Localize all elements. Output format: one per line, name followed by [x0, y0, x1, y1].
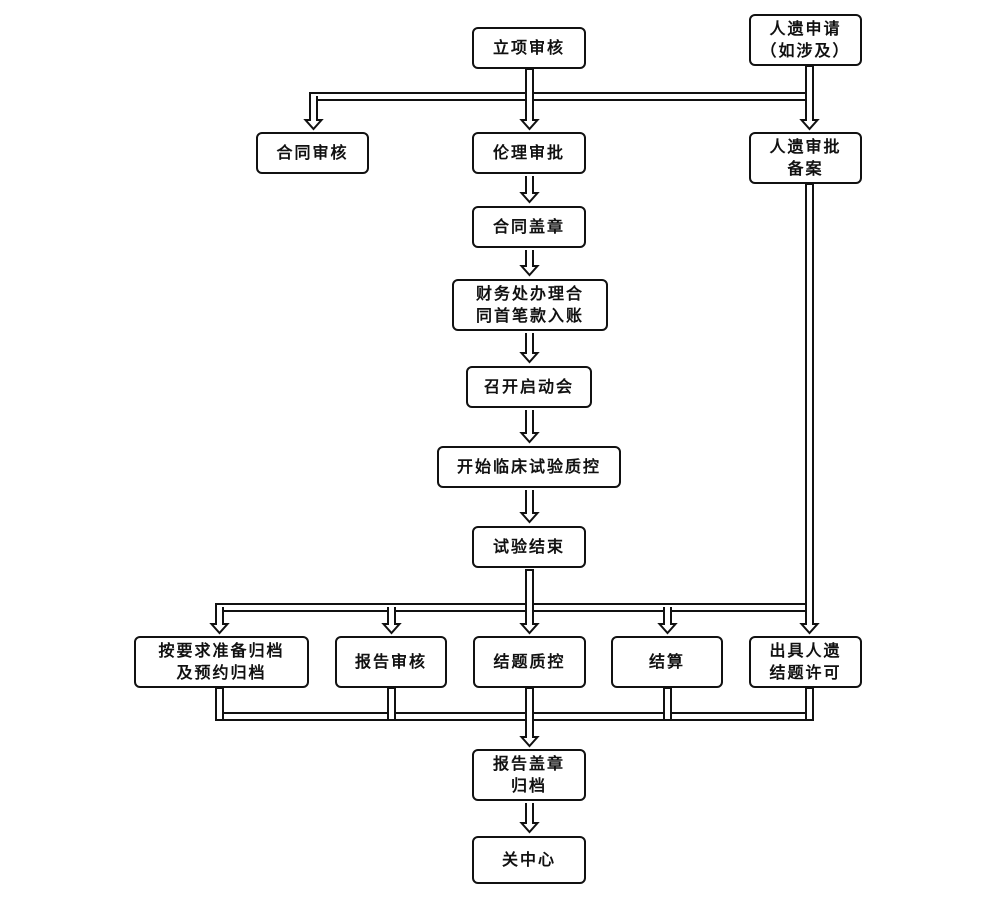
node-genetic-resource-application: 人遗申请 （如涉及）: [749, 14, 862, 66]
arrow-to-report-stamp: [519, 716, 540, 748]
connector-trial-end-down: [525, 569, 534, 612]
connector-project-down: [525, 68, 534, 101]
arrow-to-contract-stamp: [519, 176, 540, 204]
connector-application-down: [805, 65, 814, 101]
arrow-to-trial-end: [519, 490, 540, 524]
arrow-to-kickoff: [519, 333, 540, 364]
node-archive-preparation: 按要求准备归档 及预约归档: [134, 636, 309, 688]
node-genetic-resource-approval: 人遗审批 备案: [749, 132, 862, 184]
node-kickoff-meeting: 召开启动会: [466, 366, 592, 408]
merge-riser-3: [805, 687, 814, 721]
split-bar-top: [309, 92, 814, 101]
arrow-to-closeout-permit: [799, 607, 820, 635]
merge-riser-1: [387, 687, 396, 721]
merge-riser-0: [215, 687, 224, 721]
merge-riser-2: [663, 687, 672, 721]
node-close-site: 关中心: [472, 836, 586, 884]
node-settlement: 结算: [611, 636, 723, 688]
node-contract-stamp: 合同盖章: [472, 206, 586, 248]
node-start-trial-qc: 开始临床试验质控: [437, 446, 621, 488]
merge-riser-center: [525, 687, 534, 721]
node-report-review: 报告审核: [335, 636, 447, 688]
arrow-to-finance: [519, 250, 540, 277]
arrow-to-ethics: [519, 96, 540, 131]
arrow-to-closeout-qc: [519, 607, 540, 635]
arrow-to-settlement: [657, 607, 678, 635]
merge-bar: [215, 712, 814, 721]
arrow-to-genetic-approval: [799, 96, 820, 131]
node-closeout-qc: 结题质控: [473, 636, 586, 688]
arrow-to-start-qc: [519, 410, 540, 444]
arrow-to-contract-review: [303, 96, 324, 131]
arrow-to-report-review: [381, 607, 402, 635]
node-report-stamp-archive: 报告盖章 归档: [472, 749, 586, 801]
node-ethics-approval: 伦理审批: [472, 132, 586, 174]
arrow-to-close-site: [519, 803, 540, 834]
node-project-review: 立项审核: [472, 27, 586, 69]
connector-genetic-approval-down: [805, 183, 814, 612]
node-trial-end: 试验结束: [472, 526, 586, 568]
node-finance-first-payment: 财务处办理合 同首笔款入账: [452, 279, 608, 331]
split-bar-bottom: [215, 603, 814, 612]
node-genetic-resource-closeout-permit: 出具人遗 结题许可: [749, 636, 862, 688]
node-contract-review: 合同审核: [256, 132, 369, 174]
arrow-to-archive-prep: [209, 607, 230, 635]
